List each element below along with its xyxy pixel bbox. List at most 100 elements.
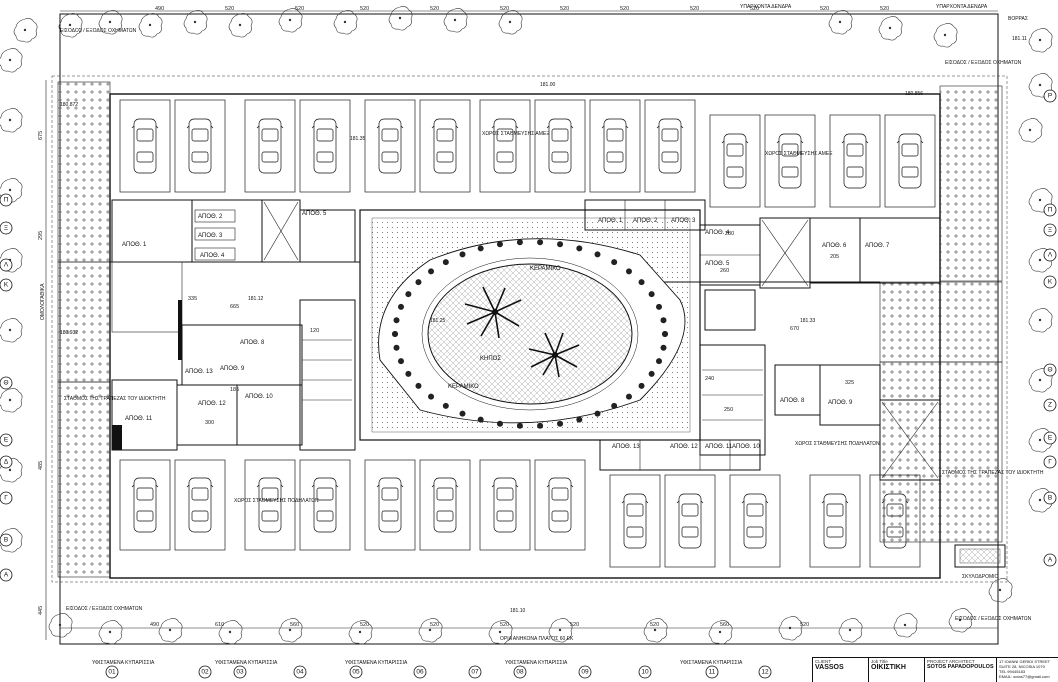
room-apo9: ΑΠΟΘ. 9 bbox=[220, 366, 245, 372]
room-r-apo3: ΑΠΟΘ. 3 bbox=[671, 218, 696, 224]
tree bbox=[0, 107, 23, 133]
grid-bottom-02: 02 bbox=[198, 665, 212, 679]
planter-dot bbox=[660, 344, 667, 351]
grid-right-6-label: Ζ bbox=[1048, 402, 1052, 409]
grid-right-4: Κ bbox=[1043, 275, 1057, 289]
tree bbox=[1018, 117, 1043, 143]
grid-bottom-01-label: 01 bbox=[108, 669, 116, 676]
room-apo2: ΑΠΟΘ. 2 bbox=[198, 214, 223, 220]
labels: ΥΠΑΡΧΟΝΤΑ ΔΕΝΔΡΑ ΥΠΑΡΧΟΝΤΑ ΔΕΝΔΡΑ ΒΟΡΡΑΣ… bbox=[40, 4, 1044, 642]
parking-bay-bottom-right-3 bbox=[729, 474, 781, 568]
grid-bottom-04-label: 04 bbox=[296, 669, 304, 676]
dim-misc-10: 185 bbox=[230, 387, 239, 393]
planter-right-top bbox=[939, 85, 1003, 282]
grid-left-2-label: Λ bbox=[4, 262, 9, 269]
dim-misc-0: 665 bbox=[230, 304, 239, 310]
dim-bottom-9: 520 bbox=[800, 622, 809, 628]
grid-bottom-10-label: 10 bbox=[641, 669, 649, 676]
room-r-apo13: ΑΠΟΘ. 13 bbox=[612, 444, 640, 450]
dim-bottom-8: 560 bbox=[720, 622, 729, 628]
dim-bottom-7: 520 bbox=[650, 622, 659, 628]
dim-misc-1: 670 bbox=[790, 326, 799, 332]
ceramic-label-top: ΚΕΡΑΜΙΚΟ bbox=[530, 266, 561, 272]
planter-dot bbox=[638, 382, 645, 389]
grid-left-1: Ξ bbox=[0, 221, 13, 235]
email: EMAIL: sotos77@gmail.com bbox=[999, 674, 1050, 679]
entry-note-bottom-left: ΕΙΣΟΔΟΣ / ΕΞΟΔΟΣ ΟΧΗΜΑΤΩΝ bbox=[66, 606, 143, 612]
parking-note-3: ΧΩΡΟΣ ΣΤΑΘΜΕΥΣΗΣ ΑΜΕΞ bbox=[765, 151, 833, 157]
grid-bottom-02-label: 02 bbox=[201, 669, 209, 676]
grid-left-5: Ε bbox=[0, 433, 13, 447]
grid-right-2-label: Ξ bbox=[1048, 227, 1052, 234]
tree bbox=[388, 5, 413, 31]
dim-bottom-5: 520 bbox=[500, 622, 509, 628]
parking-bay-top-10 bbox=[644, 99, 696, 193]
grid-left-4-label: Θ bbox=[3, 380, 8, 387]
room-apo4: ΑΠΟΘ. 4 bbox=[200, 253, 225, 259]
left-bank-note: ΣΤΑΘΜΟΣ ΤΗΣ ΤΡΑΠΕΖΑΣ ΤΟΥ ΙΔΙΟΚΤΗΤΗ bbox=[64, 396, 166, 402]
planter-dot bbox=[397, 358, 404, 365]
planter-dot bbox=[392, 331, 398, 337]
client-cell: CLIENT VASSOS bbox=[812, 658, 868, 682]
dim-bottom-0: 490 bbox=[150, 622, 159, 628]
grid-left-2: Λ bbox=[0, 258, 13, 272]
room-r-apo4: ΑΠΟΘ. 4 bbox=[705, 230, 730, 236]
dim-bottom-3: 520 bbox=[360, 622, 369, 628]
parking-bay-top-3 bbox=[244, 99, 296, 193]
room-r-apo7: ΑΠΟΘ. 7 bbox=[865, 243, 890, 249]
dim-top-11: 520 bbox=[880, 6, 889, 12]
grid-left-0-label: Π bbox=[4, 197, 9, 204]
room-r-apo2: ΑΠΟΘ. 2 bbox=[633, 218, 658, 224]
parking-bay-top-1 bbox=[119, 99, 171, 193]
planter-dot bbox=[405, 370, 412, 377]
parking-bay-bottom-8 bbox=[534, 459, 586, 551]
right-room-label: ΣΚΥΛΟΔΡΟΜΙΟ bbox=[962, 574, 999, 580]
entry-note-top-right: ΕΙΣΟΔΟΣ / ΕΞΟΔΟΣ ΟΧΗΜΑΤΩΝ bbox=[945, 60, 1022, 66]
planter-dot bbox=[496, 241, 503, 248]
dim-top-9: 520 bbox=[750, 6, 759, 12]
top-label-trees-2: ΥΠΑΡΧΟΝΤΑ ΔΕΝΔΡΑ bbox=[740, 4, 792, 10]
parking-bay-top-9 bbox=[589, 99, 641, 193]
planter-dot bbox=[625, 393, 632, 400]
grid-left-0: Π bbox=[0, 193, 13, 207]
parking-bay-bottom-right-2 bbox=[664, 474, 716, 568]
parking-bay-bottom-3 bbox=[244, 459, 296, 551]
planter-dot bbox=[477, 245, 484, 252]
architect-value: SOTOS PAPADOPOULOS bbox=[927, 664, 994, 670]
building-outline-dashed bbox=[51, 75, 1008, 583]
grid-bottom-07: 07 bbox=[468, 665, 482, 679]
bottom-tree-label-0: ΥΦΙΣΤΑΜΕΝΑ ΚΥΠΑΡΙΣΣΙΑ bbox=[92, 660, 155, 666]
grid-left-9: Α bbox=[0, 568, 13, 582]
dim-left-2: 485 bbox=[38, 461, 44, 470]
client-value: VASSOS bbox=[815, 664, 844, 671]
planter-right-bottom bbox=[879, 361, 1003, 543]
central-courtyard bbox=[359, 209, 701, 441]
tree bbox=[0, 317, 23, 343]
planter-dot bbox=[459, 410, 466, 417]
dim-left-3: 445 bbox=[38, 606, 44, 615]
dim-top-2: 520 bbox=[295, 6, 304, 12]
entry-note-top-left: ΕΙΣΟΔΟΣ / ΕΞΟΔΟΣ ΟΧΗΜΑΤΩΝ bbox=[60, 28, 137, 34]
tree bbox=[443, 7, 468, 33]
grid-bottom-04: 04 bbox=[293, 665, 307, 679]
grid-bottom-09: 09 bbox=[578, 665, 592, 679]
grid-left-6: Δ bbox=[0, 455, 13, 469]
client-caption: CLIENT bbox=[815, 659, 832, 664]
planter-dot bbox=[516, 422, 523, 429]
planter-dot bbox=[648, 291, 655, 298]
level-5: 181.11 bbox=[1012, 36, 1027, 42]
parking-bay-top-5 bbox=[364, 99, 416, 193]
tree bbox=[1028, 307, 1053, 333]
planter-left-mid bbox=[57, 261, 111, 383]
tree bbox=[838, 617, 863, 643]
grid-right-5: Θ bbox=[1043, 363, 1057, 377]
room-apo8: ΑΠΟΘ. 8 bbox=[240, 340, 265, 346]
dim-top-5: 520 bbox=[500, 6, 509, 12]
grid-bottom-09-label: 09 bbox=[581, 669, 589, 676]
dim-misc-2: 120 bbox=[310, 328, 319, 334]
planter-dot bbox=[442, 259, 449, 266]
parking-bay-bottom-2 bbox=[174, 459, 226, 551]
parking-note-1: ΧΩΡΟΣ ΣΤΑΘΜΕΥΣΗΣ ΑΜΕΞ bbox=[482, 131, 550, 137]
architect-caption: PROJECT ARCHITECT bbox=[927, 659, 975, 664]
